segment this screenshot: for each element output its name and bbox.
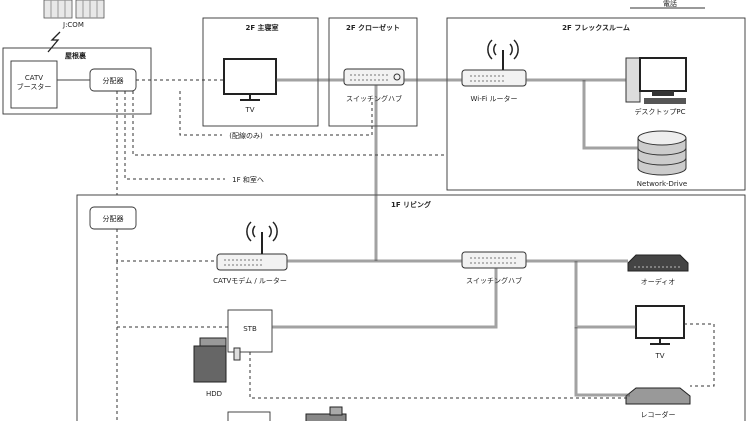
switch-to-recorder-line <box>574 327 630 397</box>
splitter-to-stb-line <box>116 261 228 328</box>
wiring-only-line-b <box>270 101 373 136</box>
jcom-label: J:COM <box>62 21 84 29</box>
room-living <box>76 194 746 421</box>
splitter-living <box>89 206 137 230</box>
catv-booster-box <box>10 60 58 109</box>
desktop-pc-label: デスクトップPC <box>634 107 685 116</box>
switch-closet-label: スイッチングハブ <box>346 94 402 103</box>
wifi-router-icon <box>461 39 527 87</box>
switch-to-stb-line <box>272 268 498 329</box>
room-closet <box>328 17 418 127</box>
tv-bedroom-label: TV <box>244 106 254 114</box>
switch-living-label: スイッチングハブ <box>466 276 522 285</box>
wiring-only-line-a <box>179 91 222 136</box>
catv-modem-label: CATVモデム / ルーター <box>213 276 287 285</box>
catv-booster-label-2: ブースター <box>17 82 52 91</box>
device-partial-b-icon <box>305 406 347 421</box>
catv-booster-label-1: CATV <box>25 74 43 82</box>
room-attic-title: 屋根裏 <box>65 51 87 60</box>
tv-to-recorder-line <box>684 323 715 387</box>
room-master-bedroom-title: 2F 主寝室 <box>245 23 278 32</box>
router-to-nas-line <box>582 80 638 150</box>
switching-hub-icon <box>343 68 405 86</box>
hdd-icon <box>193 337 241 383</box>
device-partial-a <box>227 411 271 421</box>
tv-icon <box>223 58 277 101</box>
room-living-title: 1F リビング <box>391 200 431 209</box>
database-icon <box>637 130 687 176</box>
lightning-icon <box>47 31 61 53</box>
audio-label: オーディオ <box>641 277 676 286</box>
room-flex-title: 2F フレックスルーム <box>562 23 630 32</box>
splitter-living-label: 分配器 <box>103 214 124 223</box>
network-drive-label: Network-Drive <box>637 180 687 188</box>
wiring-only-note: (配線のみ) <box>229 131 263 140</box>
jcom-antenna-icon <box>43 0 105 19</box>
switch-to-tv-line <box>574 261 636 329</box>
stb-to-recorder-line <box>249 352 630 399</box>
recorder-label: レコーダー <box>641 410 676 419</box>
wifi-router-label: Wi-Fi ルーター <box>471 94 518 103</box>
splitter-attic-label: 分配器 <box>103 76 124 85</box>
splitter-to-modem-line <box>116 229 217 262</box>
stb-label: STB <box>243 325 257 333</box>
to-washitsu-note: 1F 和室へ <box>232 175 264 184</box>
room-master-bedroom <box>202 17 319 127</box>
room-flex <box>446 17 746 191</box>
switching-hub-living-icon <box>461 251 527 269</box>
room-attic <box>2 47 152 115</box>
audio-icon <box>627 254 689 272</box>
room-closet-title: 2F クローゼット <box>346 23 400 32</box>
legend-label: 電話 <box>663 0 677 8</box>
recorder-icon <box>625 387 691 405</box>
catv-modem-icon <box>216 221 288 271</box>
hdd-label: HDD <box>206 390 222 398</box>
tv-living-icon <box>635 305 685 345</box>
tv-living-label: TV <box>654 352 664 360</box>
desktop-pc-icon <box>625 57 687 104</box>
